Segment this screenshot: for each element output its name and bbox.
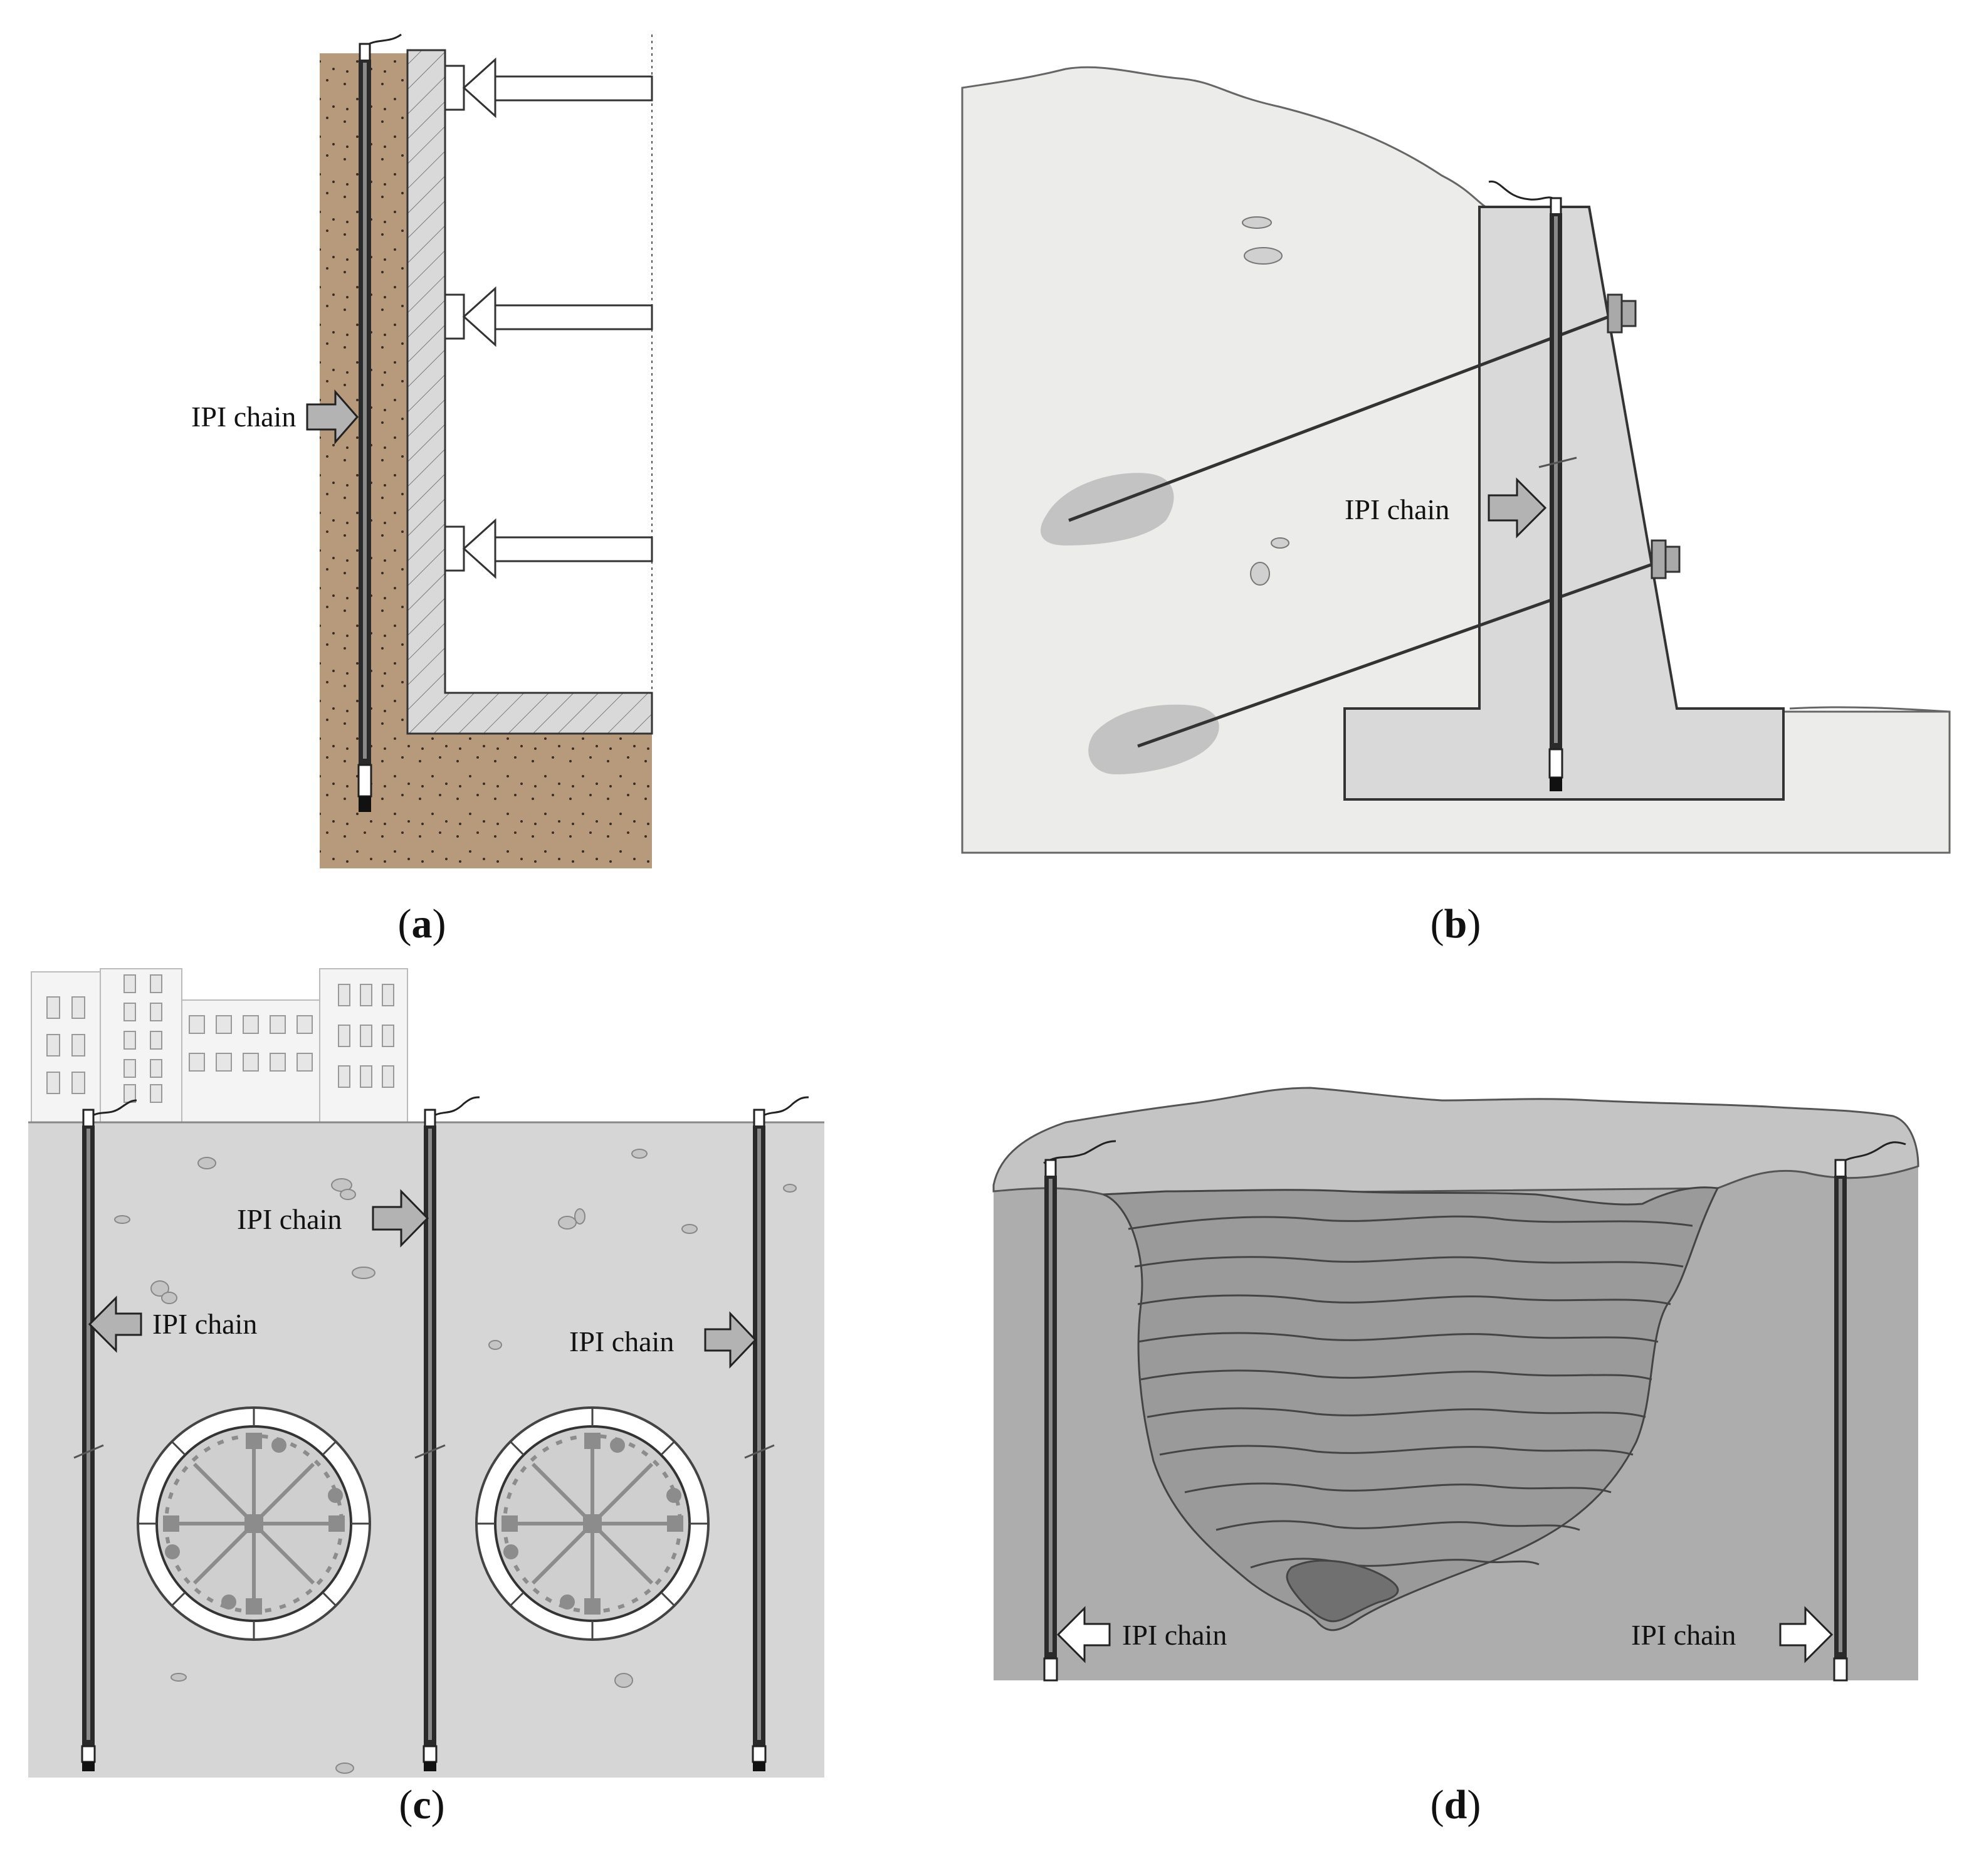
panel-b: IPI chain (b) xyxy=(961,66,1951,947)
arrows-c xyxy=(88,1189,757,1369)
caption-d: (d) xyxy=(1431,1782,1481,1828)
buildings xyxy=(31,968,408,1123)
caption-b: (b) xyxy=(1431,901,1481,947)
tunnel-left xyxy=(137,1406,371,1641)
pebbles-c xyxy=(114,1149,797,1774)
caption-c: (c) xyxy=(399,1782,444,1828)
anchor-bulb-1 xyxy=(1041,473,1174,545)
ipi-chain-label-c3: IPI chain xyxy=(569,1325,674,1357)
panel-c: IPI chain IPI chain IPI chain (c) xyxy=(28,968,824,1828)
ipi-chain-a xyxy=(357,33,402,812)
ipi-chain-d1 xyxy=(1043,1140,1116,1682)
retaining-wall xyxy=(406,49,653,735)
strut-3 xyxy=(444,518,653,579)
caption-a: (a) xyxy=(398,901,446,947)
pebbles-b xyxy=(1242,216,1289,586)
ipi-chain-label-d1: IPI chain xyxy=(1122,1619,1227,1651)
ipi-chain-label-a: IPI chain xyxy=(191,401,296,433)
panel-a: IPI chain (a) xyxy=(191,33,653,947)
strut-2 xyxy=(444,286,653,347)
arrow-a xyxy=(306,389,359,445)
arrows-d xyxy=(1056,1606,1834,1663)
ipi-chain-d2 xyxy=(1833,1141,1906,1682)
anchor-tendon-1 xyxy=(1068,312,1618,522)
soil-body xyxy=(320,53,652,868)
ipi-chain-c2 xyxy=(414,1096,480,1771)
retaining-wall-b xyxy=(1343,206,1785,801)
sinkhole-strata xyxy=(1103,1186,1719,1631)
anchor-head-1 xyxy=(1607,293,1637,334)
sinkhole-core xyxy=(1286,1559,1399,1623)
panel-d: IPI chain IPI chain (d) xyxy=(992,1087,1919,1828)
ipi-chain-b xyxy=(1488,180,1577,791)
ipi-chain-c3 xyxy=(744,1096,809,1771)
building-windows xyxy=(46,974,394,1103)
ipi-chain-label-c1: IPI chain xyxy=(237,1203,342,1235)
slope-ground xyxy=(961,66,1951,854)
ipi-chain-label-b: IPI chain xyxy=(1345,493,1449,525)
ipi-chain-c1 xyxy=(73,1099,137,1771)
anchor-head-2 xyxy=(1651,539,1681,579)
tunnel-right xyxy=(475,1406,710,1641)
arrow-b xyxy=(1488,477,1547,539)
ipi-chain-label-c2: IPI chain xyxy=(152,1308,257,1340)
ipi-chain-label-d2: IPI chain xyxy=(1631,1619,1736,1651)
ground-d-topsoil xyxy=(992,1087,1919,1196)
strut-1 xyxy=(444,57,653,119)
anchor-tendon-2 xyxy=(1137,559,1662,748)
